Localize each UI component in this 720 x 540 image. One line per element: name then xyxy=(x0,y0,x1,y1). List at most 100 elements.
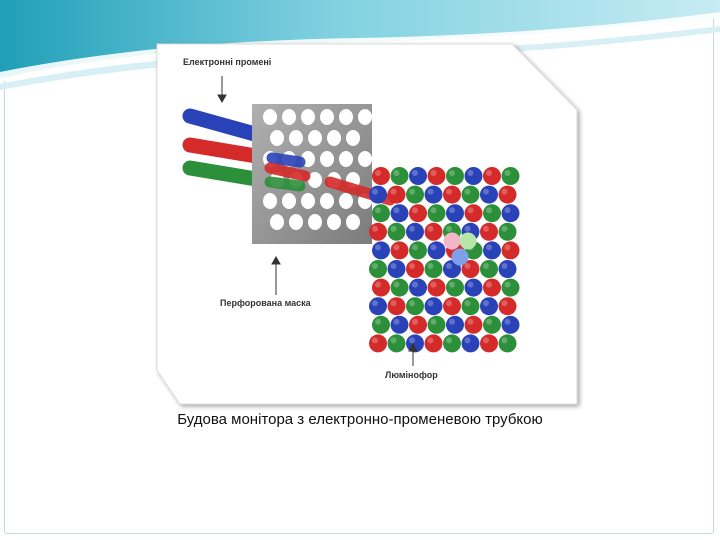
phosphor-dot-shine xyxy=(393,244,400,251)
phosphor-dot-blue xyxy=(464,278,483,297)
phosphor-dot-red xyxy=(483,167,501,185)
phosphor-dot-shine xyxy=(427,263,434,269)
phosphor-dot-shine xyxy=(393,281,400,288)
phosphor-dot-shine xyxy=(372,188,378,195)
phosphor-dot-shine xyxy=(393,318,400,325)
phosphor-dot-red xyxy=(464,204,483,223)
phosphor-dot-shine xyxy=(446,300,452,307)
phosphor-dot-shine xyxy=(501,300,508,307)
phosphor-dot-blue xyxy=(446,315,464,334)
mask-arrow-head xyxy=(271,255,281,265)
phosphor-dot-red xyxy=(498,297,517,316)
phosphor-dot-shine xyxy=(486,244,492,251)
phosphor-dot-shine xyxy=(372,263,378,269)
beams-label: Електронні промені xyxy=(183,57,272,67)
phosphor-dot-shine xyxy=(412,207,418,214)
phosphor-dot-blue xyxy=(424,185,443,204)
phosphor-dot-shine xyxy=(483,263,489,269)
mask-hole xyxy=(327,214,341,230)
phosphor-dot-green xyxy=(461,185,480,204)
beam-green xyxy=(182,160,270,188)
mask-hole xyxy=(320,109,334,125)
phosphor-dot-shine xyxy=(409,188,415,195)
phosphor-dot-shine xyxy=(390,300,397,307)
mask-hole xyxy=(339,151,353,167)
electron-beams-back xyxy=(182,108,270,188)
phosphor-dot-blue xyxy=(409,167,427,185)
phosphor-dot-shine xyxy=(486,318,492,325)
phosphor-dot-shine xyxy=(483,225,489,232)
phosphor-dot-blue xyxy=(424,297,443,316)
phosphor-dot-shine xyxy=(501,263,508,269)
phosphor-dot-blue xyxy=(480,185,498,204)
phosphor-dot-green xyxy=(483,315,501,334)
perforated-mask xyxy=(252,104,372,244)
phosphor-dot-shine xyxy=(412,318,418,325)
phosphor-dot-excited xyxy=(451,248,469,266)
mask-hole xyxy=(301,193,315,209)
phosphor-dot-shine xyxy=(375,318,381,325)
phosphor-dot-red xyxy=(427,167,446,185)
phosphor-dot-red xyxy=(461,260,480,278)
phosphor-dot-green xyxy=(406,185,424,204)
mask-hole xyxy=(339,109,353,125)
phosphor-dot-shine xyxy=(390,188,397,195)
phosphor-dot-shine xyxy=(412,170,418,176)
phosphor-dot-green xyxy=(409,241,427,260)
phosphor-dot-shine xyxy=(430,244,437,251)
mask-hole xyxy=(282,109,296,125)
phosphor-dot-blue xyxy=(406,222,424,241)
mask-hole xyxy=(263,193,277,209)
phosphor-dot-shine xyxy=(504,318,511,325)
phosphor-dot-shine xyxy=(412,244,418,251)
phosphor-dot-shine xyxy=(430,207,437,214)
phosphor-dot-green xyxy=(369,260,387,278)
header-wave-decoration xyxy=(0,0,720,90)
phosphor-dot-green xyxy=(406,297,424,316)
phosphor-dot-green xyxy=(427,315,446,334)
phosphor-dot-red xyxy=(424,222,443,241)
phosphor-dot-shine xyxy=(464,300,471,307)
phosphor-dot-blue xyxy=(369,297,387,316)
phosphor-dot-shine xyxy=(486,207,492,214)
mask-hole xyxy=(358,151,372,167)
phosphor-dot-red xyxy=(406,260,424,278)
phosphor-dot-shine xyxy=(486,281,492,288)
phosphor-dot-blue xyxy=(372,241,390,260)
phosphor-dot-red xyxy=(372,278,390,297)
phosphor-dot-shine xyxy=(449,281,455,288)
phosphor-dot-shine xyxy=(467,170,474,176)
phosphor-dot-red xyxy=(464,315,483,334)
phosphor-dot-shine xyxy=(483,188,489,195)
phosphor-dot-shine xyxy=(467,207,474,214)
phosphor-dot-red xyxy=(427,278,446,297)
mask-hole xyxy=(308,172,322,188)
phosphor-dot-shine xyxy=(501,225,508,232)
phosphor-dot-blue xyxy=(387,260,406,278)
phosphor-dot-red xyxy=(480,334,498,353)
phosphor-dot-shine xyxy=(504,244,511,251)
phosphor-dot-blue xyxy=(483,241,501,260)
beam-red-through-mask xyxy=(264,162,311,182)
mask-hole xyxy=(320,193,334,209)
phosphor-dot-shine xyxy=(427,188,434,195)
phosphor-dot-shine xyxy=(467,281,474,288)
phosphor-dot-green xyxy=(483,204,501,223)
phosphor-dot-shine xyxy=(375,170,381,176)
phosphor-dot-excited xyxy=(443,232,461,250)
mask-hole xyxy=(301,109,315,125)
phosphor-dot-red xyxy=(409,315,427,334)
mask-hole xyxy=(263,109,277,125)
phosphor-dot-shine xyxy=(446,263,452,269)
phosphor-dot-green xyxy=(387,222,406,241)
phosphor-dot-green xyxy=(390,278,409,297)
phosphor-dot-green xyxy=(443,334,461,353)
mask-hole xyxy=(320,151,334,167)
mask-hole xyxy=(282,193,296,209)
phosphor-dot-blue xyxy=(427,241,446,260)
mask-hole xyxy=(327,130,341,146)
phosphor-dot-shine xyxy=(501,188,508,195)
phosphor-dot-blue xyxy=(390,204,409,223)
phosphor-grid xyxy=(369,167,520,353)
phosphor-dot-shine xyxy=(449,170,455,176)
